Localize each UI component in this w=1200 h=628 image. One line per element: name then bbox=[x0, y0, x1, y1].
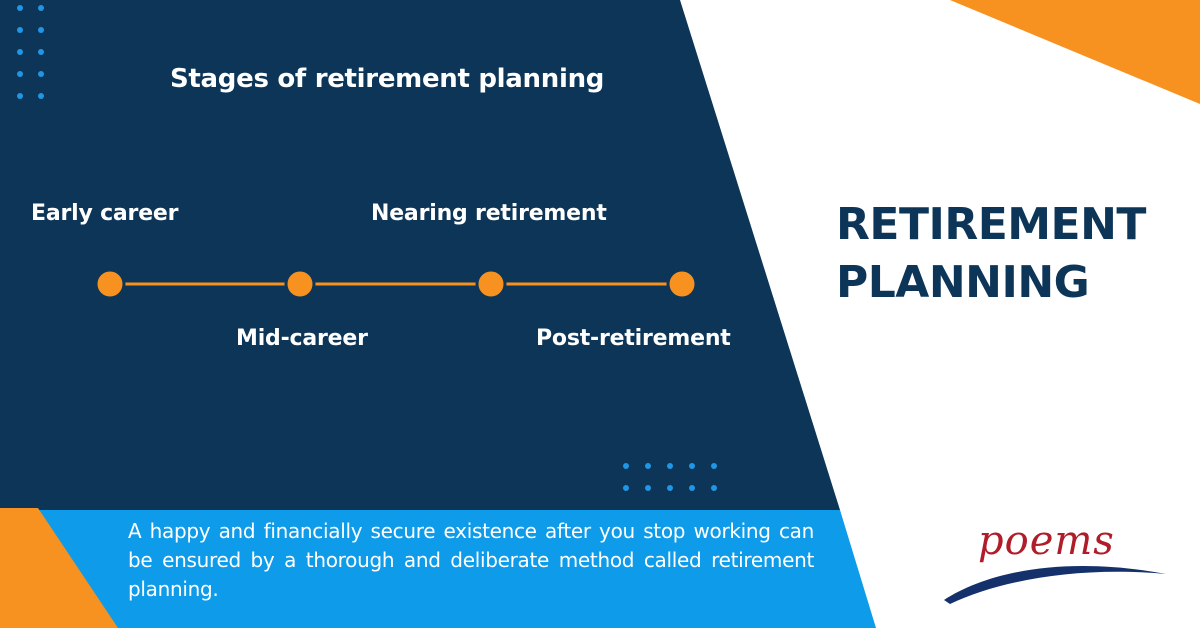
page-title-line-1: RETIREMENT bbox=[836, 199, 1146, 250]
timeline-node-icon bbox=[475, 268, 507, 300]
poems-logo: poems bbox=[978, 518, 1115, 564]
stage-label-nearing-retirement: Nearing retirement bbox=[371, 201, 607, 226]
blue-banner bbox=[0, 510, 876, 628]
timeline bbox=[94, 268, 698, 300]
navy-panel bbox=[0, 0, 840, 510]
dot-grid-icon bbox=[623, 463, 717, 491]
description-text: A happy and financially secure existence… bbox=[128, 519, 814, 601]
stage-label-mid-career: Mid-career bbox=[236, 326, 368, 351]
stage-label-post-retirement: Post-retirement bbox=[536, 326, 731, 351]
timeline-node-icon bbox=[94, 268, 126, 300]
timeline-node-icon bbox=[284, 268, 316, 300]
logo-swoosh-icon bbox=[944, 566, 1166, 604]
page-title: RETIREMENT PLANNING bbox=[836, 196, 1146, 312]
section-heading: Stages of retirement planning bbox=[170, 64, 605, 94]
orange-corner-top-right bbox=[950, 0, 1200, 104]
orange-corner-bottom-left bbox=[0, 508, 118, 628]
dot-grid-icon bbox=[17, 5, 44, 99]
stage-label-early-career: Early career bbox=[31, 201, 179, 226]
page-title-line-2: PLANNING bbox=[836, 257, 1090, 308]
timeline-node-icon bbox=[666, 268, 698, 300]
